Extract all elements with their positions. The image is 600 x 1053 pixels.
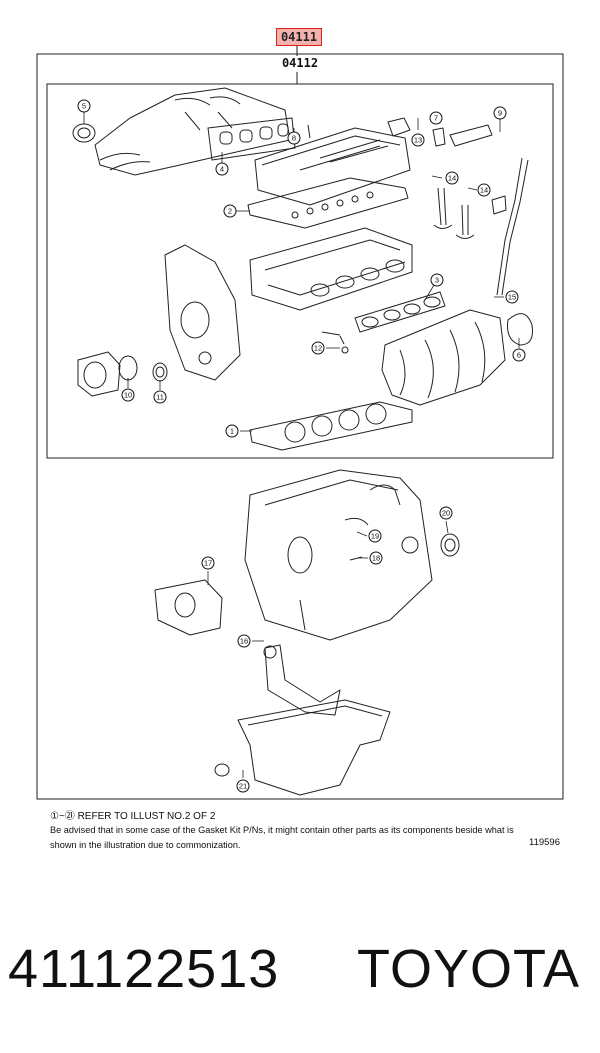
advisory-note: Be advised that in some case of the Gask… (50, 825, 514, 850)
exhaust-manifold-drawing (94, 87, 291, 176)
cap-drawing (387, 117, 411, 137)
svg-text:9: 9 (498, 109, 502, 118)
cylinder-head-cover-drawing (254, 127, 411, 206)
valve-drawing (433, 187, 475, 239)
svg-text:20: 20 (442, 509, 450, 518)
callout-3: 3 (430, 273, 444, 287)
svg-text:15: 15 (508, 293, 516, 302)
intake-manifold-drawing (381, 309, 506, 406)
callout-19: 19 (368, 529, 382, 543)
exhaust-gasket-drawing (207, 117, 296, 161)
seal-ring-drawing (72, 123, 96, 143)
part-number: 411122513 (8, 939, 280, 999)
svg-text:11: 11 (156, 393, 164, 402)
callout-7: 7 (429, 111, 443, 125)
bolt-drawing (307, 124, 349, 354)
cylinder-head-drawing (249, 227, 413, 311)
top-assembly-frame (46, 83, 554, 459)
oil-pan-drawing (214, 699, 391, 796)
callout-2: 2 (223, 204, 237, 218)
callout-15: 15 (505, 290, 519, 304)
block-seal-drawing (344, 517, 460, 561)
callout-18: 18 (369, 551, 383, 565)
oil-pump-drawing (154, 579, 223, 636)
diagram-frame (36, 53, 564, 800)
callout-8: 8 (287, 131, 301, 145)
sensor-pipe-drawing (432, 124, 493, 147)
svg-text:14: 14 (480, 186, 488, 195)
callout-10: 10 (121, 388, 135, 402)
svg-text:16: 16 (240, 637, 248, 646)
engine-block-drawing (244, 469, 433, 641)
svg-text:2: 2 (228, 207, 232, 216)
callout-14b: 14 (477, 183, 491, 197)
callout-9: 9 (493, 106, 507, 120)
head-cover-gasket-drawing (247, 177, 409, 229)
svg-text:10: 10 (124, 391, 132, 400)
svg-text:1: 1 (230, 427, 234, 436)
oil-seal-drawing (152, 362, 168, 382)
callout-6: 6 (512, 348, 526, 362)
callout-11: 11 (153, 390, 167, 404)
callout-12: 12 (311, 341, 325, 355)
svg-text:21: 21 (239, 782, 247, 791)
intake-gasket-drawing (354, 291, 446, 333)
refer-note: ①~㉑ REFER TO ILLUST NO.2 OF 2 (50, 811, 216, 822)
group-code-highlight[interactable]: 04111 (276, 28, 322, 46)
kit-code-label: 04112 (281, 56, 319, 70)
head-gasket-drawing (249, 401, 413, 451)
callout-5: 5 (77, 99, 91, 113)
throttle-gasket-drawing (507, 313, 533, 346)
callout-1: 1 (225, 424, 239, 438)
svg-text:17: 17 (204, 559, 212, 568)
svg-text:12: 12 (314, 344, 322, 353)
callout-17: 17 (201, 556, 215, 570)
svg-text:13: 13 (414, 136, 422, 145)
svg-text:6: 6 (517, 351, 521, 360)
svg-text:19: 19 (371, 532, 379, 541)
dipstick-guide-drawing (491, 157, 529, 296)
svg-text:5: 5 (82, 102, 86, 111)
callout-13: 13 (411, 133, 425, 147)
svg-text:7: 7 (434, 114, 438, 123)
oil-strainer-drawing (263, 644, 341, 716)
illustration-number: 119596 (529, 837, 560, 848)
callout-16: 16 (237, 634, 251, 648)
svg-text:18: 18 (372, 554, 380, 563)
leader-lines (83, 112, 520, 778)
callout-14a: 14 (445, 171, 459, 185)
callout-21: 21 (236, 779, 250, 793)
brand-name: TOYOTA (357, 939, 581, 999)
callout-20: 20 (439, 506, 453, 520)
callout-4: 4 (215, 162, 229, 176)
svg-text:14: 14 (448, 174, 456, 183)
timing-cover-drawing (164, 244, 241, 381)
svg-text:4: 4 (220, 165, 224, 174)
svg-text:3: 3 (435, 276, 439, 285)
svg-text:8: 8 (292, 134, 296, 143)
